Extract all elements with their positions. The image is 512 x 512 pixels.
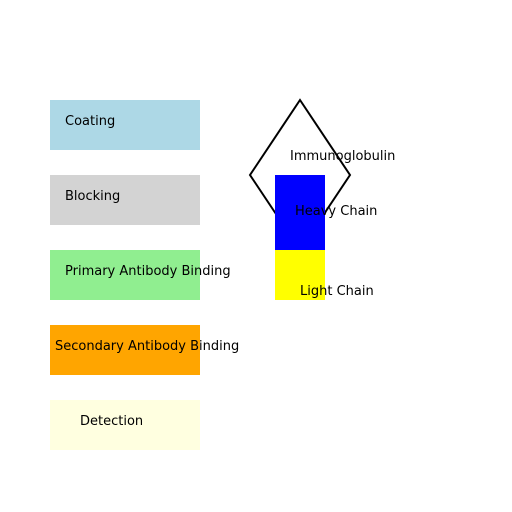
step-coating-box bbox=[50, 100, 200, 150]
step-coating: Coating bbox=[50, 100, 200, 150]
step-secondary-antibody: Secondary Antibody Binding bbox=[50, 325, 239, 375]
step-blocking-label: Blocking bbox=[65, 189, 120, 204]
step-detection: Detection bbox=[50, 400, 200, 450]
step-secondary-antibody-box bbox=[50, 325, 200, 375]
step-secondary-antibody-label: Secondary Antibody Binding bbox=[55, 339, 239, 354]
antibody-structure: Immunoglobulin Heavy Chain Light Chain bbox=[248, 98, 395, 300]
step-detection-label: Detection bbox=[80, 414, 143, 429]
step-primary-antibody-box bbox=[50, 250, 200, 300]
step-coating-label: Coating bbox=[65, 114, 115, 129]
step-detection-box bbox=[50, 400, 200, 450]
immunoglobulin-label: Immunoglobulin bbox=[290, 149, 395, 164]
step-blocking-box bbox=[50, 175, 200, 225]
step-primary-antibody-label: Primary Antibody Binding bbox=[65, 264, 231, 279]
light-chain-box bbox=[275, 250, 325, 300]
light-chain-label: Light Chain bbox=[300, 284, 374, 299]
step-primary-antibody: Primary Antibody Binding bbox=[50, 250, 231, 300]
workflow-steps: Coating Blocking Primary Antibody Bindin… bbox=[50, 100, 239, 450]
heavy-chain-label: Heavy Chain bbox=[295, 204, 377, 219]
heavy-chain-box bbox=[275, 175, 325, 250]
step-blocking: Blocking bbox=[50, 175, 200, 225]
